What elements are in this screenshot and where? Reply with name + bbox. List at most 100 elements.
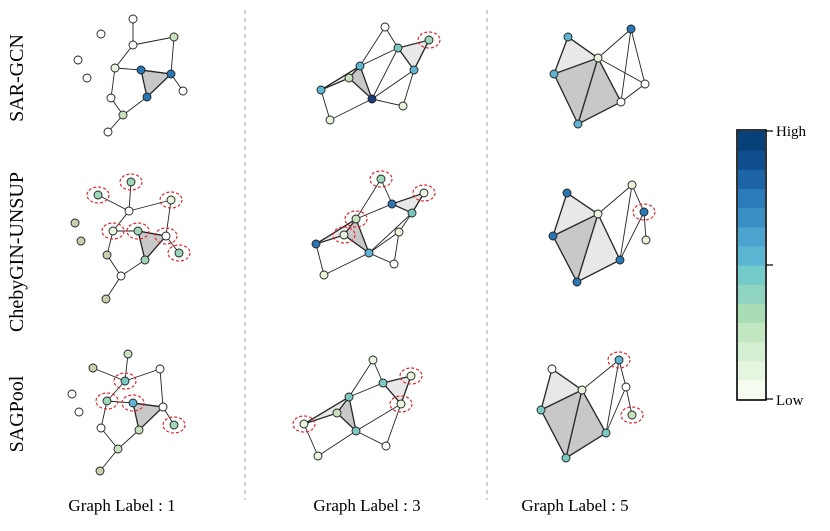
graph-edge — [566, 192, 599, 215]
column-separators — [244, 10, 488, 500]
sagpool-graph-1 — [67, 349, 186, 476]
graph-node — [615, 255, 625, 265]
sar-gcn-graph-1 — [73, 14, 188, 137]
graph-edge — [576, 213, 599, 283]
graph-edge — [122, 96, 148, 116]
graph-node — [136, 65, 146, 75]
highlight-ellipse — [119, 173, 143, 191]
graph-edge — [348, 382, 384, 398]
graph-node — [96, 423, 106, 433]
highlight-ellipse — [121, 394, 145, 412]
highlight-ellipse — [113, 372, 137, 390]
graph-edge — [132, 36, 175, 46]
graph-node — [169, 420, 179, 430]
graph-node — [102, 250, 112, 260]
graph-node — [332, 408, 342, 418]
graph-node — [313, 451, 323, 461]
highlight-ellipse — [417, 31, 441, 49]
graph-edge — [413, 39, 430, 71]
graph-node — [368, 355, 378, 365]
column-label-graph-1: Graph Label : 1 — [68, 496, 175, 515]
graph-edge — [625, 386, 633, 416]
chebygin-graph-5 — [548, 180, 656, 287]
graph-node — [593, 53, 603, 63]
graph-edge — [618, 359, 627, 388]
graph-node — [74, 407, 84, 417]
graph-node — [364, 248, 374, 258]
graph-edge — [317, 430, 357, 457]
graph-node — [407, 208, 417, 218]
graph-node — [101, 294, 111, 304]
graph-edge — [597, 28, 632, 59]
graph-node — [134, 425, 144, 435]
highlight-ellipse — [332, 226, 356, 244]
graph-node — [351, 214, 361, 224]
graph-edge — [540, 368, 553, 411]
graph-node — [561, 453, 571, 463]
row-label-sar-gcn: SAR-GCN — [6, 34, 28, 122]
graph-node — [344, 392, 354, 402]
graph-edge — [620, 83, 646, 103]
graph-node — [593, 209, 603, 219]
graph-edge — [315, 218, 357, 245]
graph-edge — [315, 234, 345, 245]
graph-edge — [140, 69, 172, 75]
colorbar-cell — [738, 226, 765, 247]
graph-edge — [620, 28, 632, 103]
graph-node — [116, 271, 126, 281]
highlight-ellipse — [607, 351, 631, 369]
graph-edge — [391, 192, 425, 205]
graph-edge — [92, 367, 126, 382]
graph-edge — [159, 368, 164, 408]
graph-node — [616, 97, 626, 107]
graph-node — [128, 40, 138, 50]
highlight-ellipse — [344, 210, 368, 228]
colorbar-cell — [738, 169, 765, 190]
graph-edge — [619, 211, 645, 261]
colorbar-cell — [738, 379, 765, 400]
graph-edge — [138, 406, 164, 431]
graph-node — [381, 441, 391, 451]
graph-node — [82, 73, 92, 83]
graph-node — [67, 389, 77, 399]
graph-edge — [348, 396, 357, 432]
graph-node — [95, 466, 105, 476]
sar-gcn-graph-5 — [549, 24, 650, 129]
graph-edge — [400, 375, 412, 405]
graph-node — [311, 239, 321, 249]
graph-edge — [124, 368, 161, 382]
colorbar-cell — [738, 150, 765, 170]
graph-edge — [397, 47, 415, 71]
graph-edge — [137, 230, 167, 237]
graph-edge — [581, 389, 607, 434]
colorbar-cell — [738, 207, 765, 228]
graph-edge — [315, 243, 325, 276]
graph-node — [140, 255, 150, 265]
graph-edge — [397, 39, 430, 49]
graph-edge — [382, 382, 402, 405]
graph-edge — [355, 203, 393, 220]
graph-edge — [99, 448, 119, 472]
graph-node — [639, 207, 649, 217]
graph-node — [549, 69, 559, 79]
graph-edge — [355, 178, 382, 220]
graph-edge — [368, 252, 395, 265]
graph-edge — [320, 65, 361, 91]
graph-edge — [630, 28, 646, 85]
graph-node — [299, 419, 309, 429]
highlight-ellipse — [86, 186, 110, 204]
graph-node — [396, 399, 406, 409]
graph-edge — [120, 259, 146, 277]
graph-edge — [581, 359, 620, 391]
graph-node — [640, 79, 650, 89]
graph-node — [128, 14, 138, 24]
graph-edge — [355, 218, 370, 254]
graph-edge — [605, 359, 620, 434]
graph-node — [563, 32, 573, 42]
highlight-ellipse — [369, 170, 393, 188]
graph-node — [106, 93, 116, 103]
graph-edge — [100, 427, 119, 450]
graph-edge — [146, 73, 172, 98]
graph-edge — [552, 235, 578, 283]
